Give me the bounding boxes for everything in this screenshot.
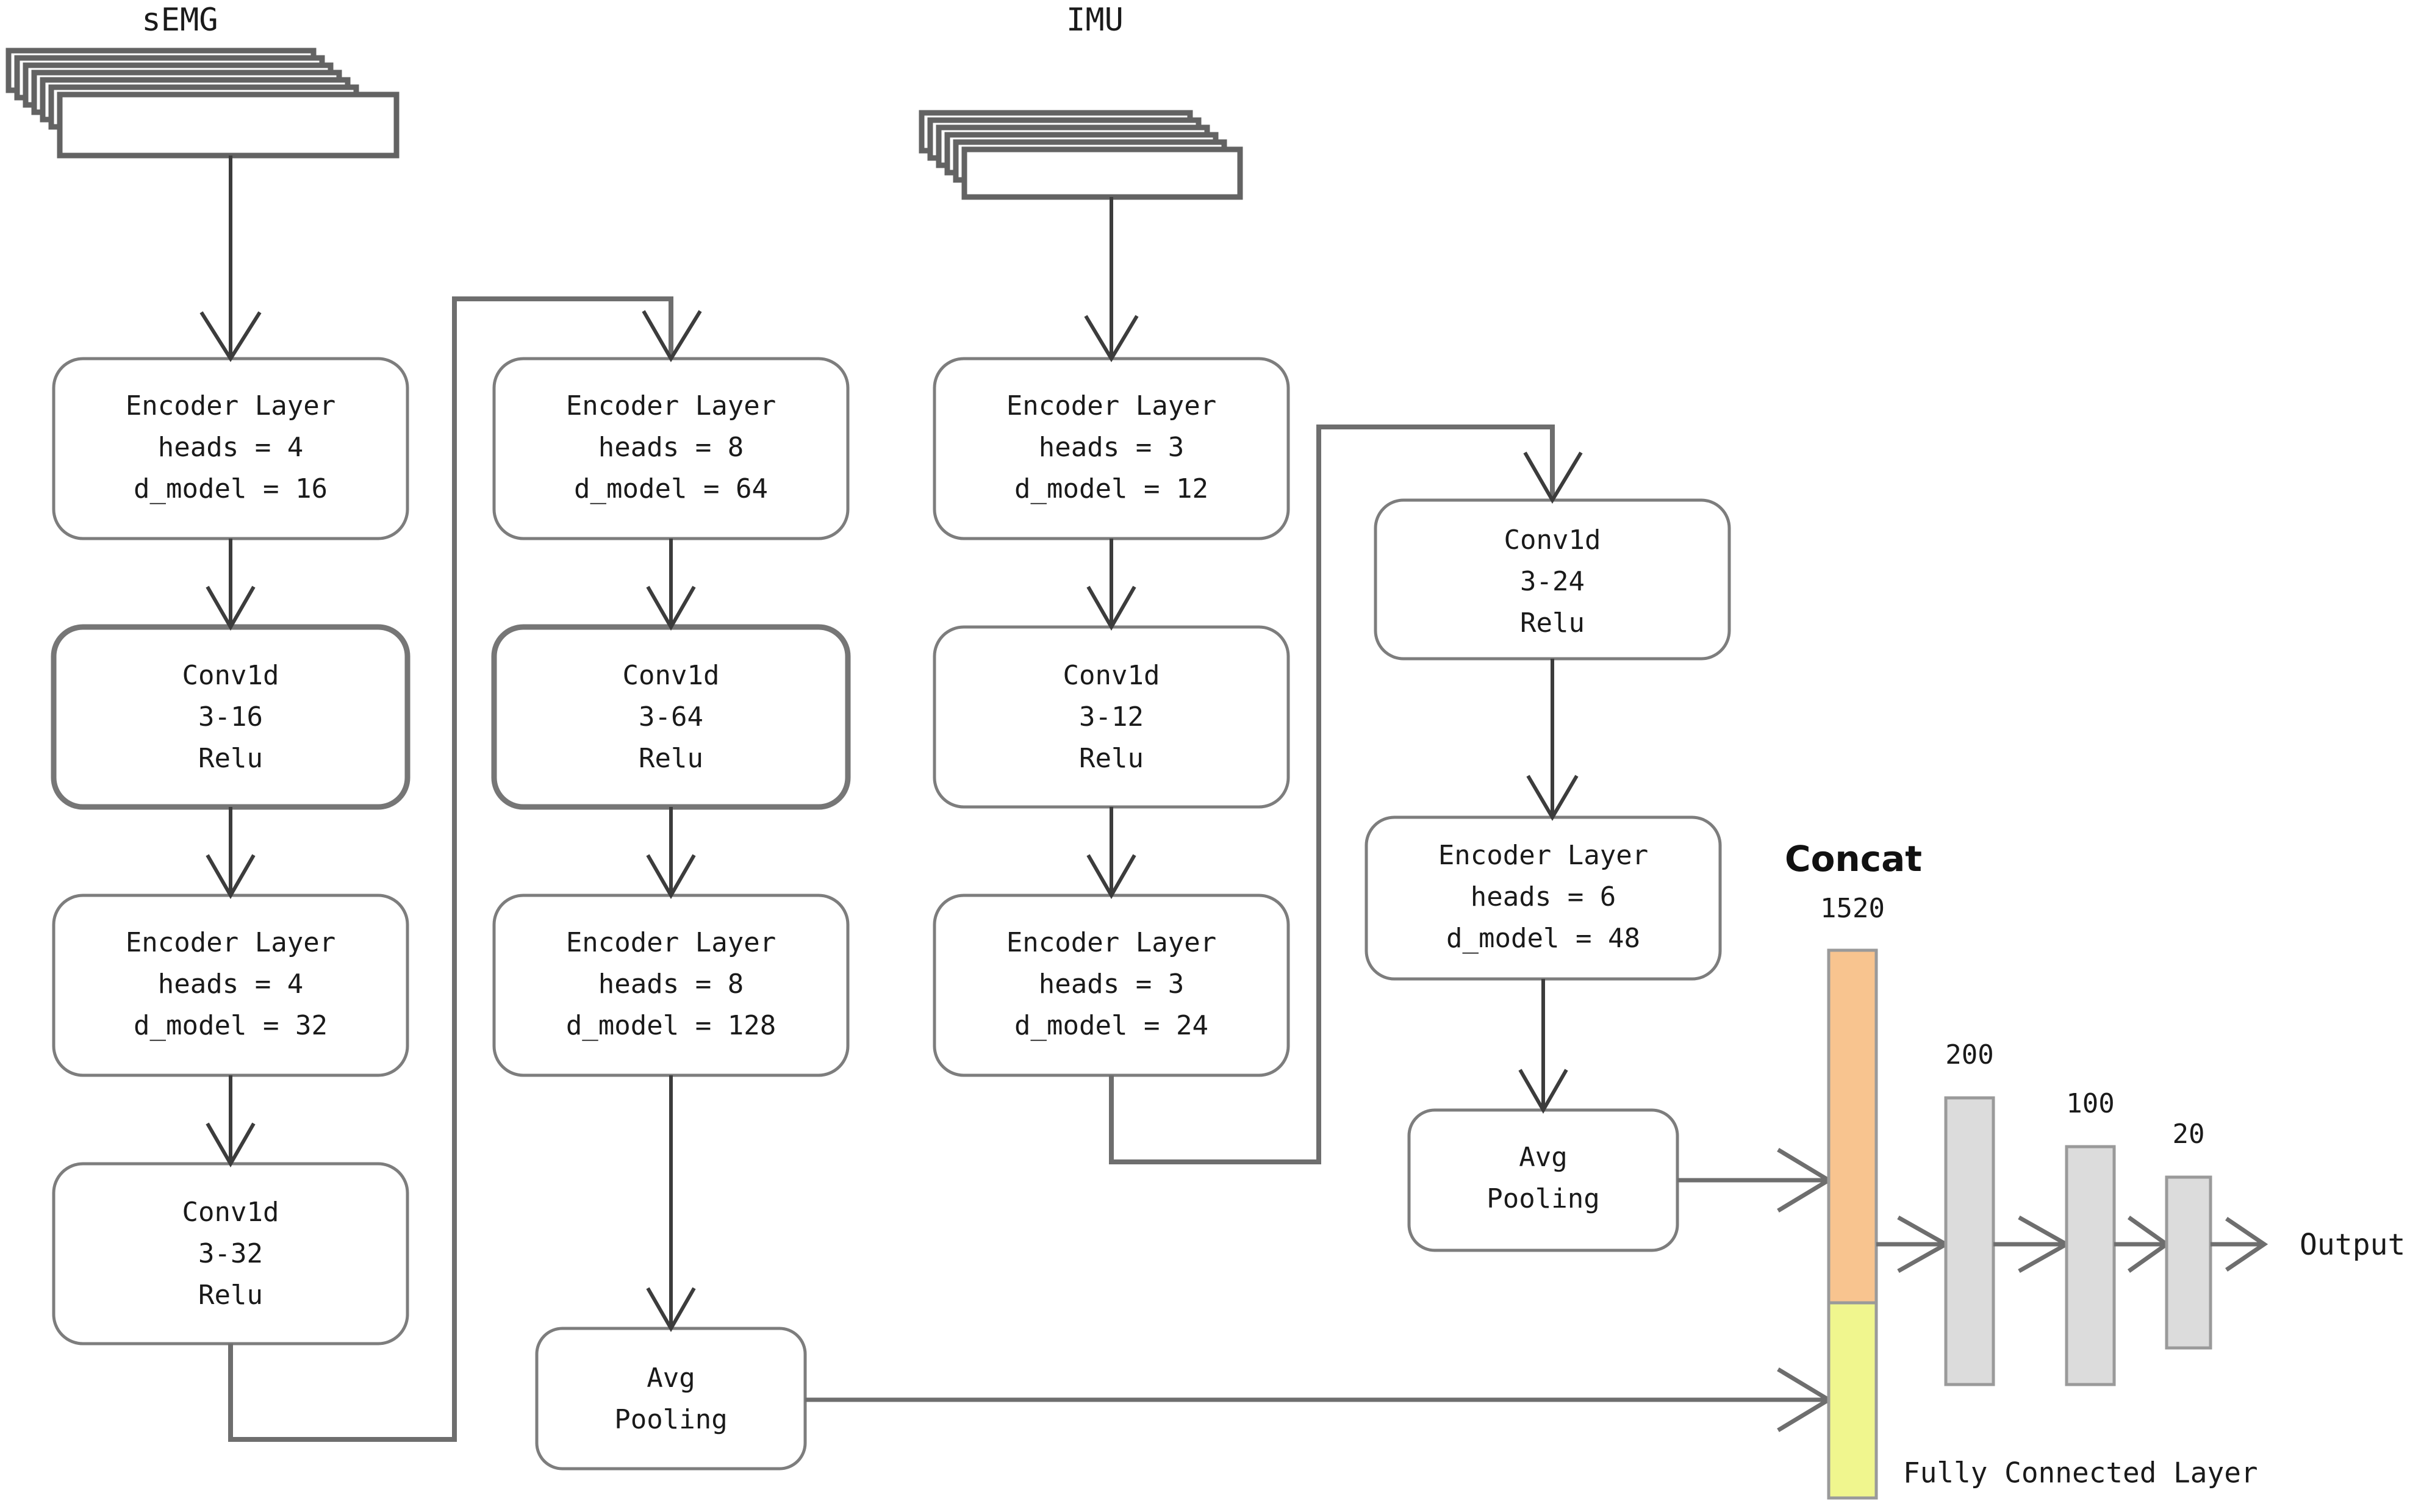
conv-semg-1-line1: Conv1d <box>182 660 279 691</box>
block-enc-semg-1[interactable]: Encoder Layer heads = 4 d_model = 16 <box>52 357 409 540</box>
concat-size-label: 1520 <box>1820 893 1885 924</box>
edge-enc2-to-conv2 <box>206 1075 256 1168</box>
pool-imu-line2: Pooling <box>1486 1183 1599 1214</box>
enc-semg-4-line3: d_model = 128 <box>566 1010 776 1041</box>
enc-imu-1-line2: heads = 3 <box>1039 432 1184 463</box>
edge-imuconv2-to-imuenc3 <box>1526 659 1579 821</box>
edge-enc3-to-conv3 <box>646 539 696 631</box>
block-pool-semg[interactable]: Avg Pooling <box>535 1327 807 1471</box>
enc-semg-3-line1: Encoder Layer <box>566 390 776 421</box>
edge-fc3-to-output <box>2211 1217 2268 1272</box>
edge-poolimu-to-concat <box>1677 1148 1833 1213</box>
edge-fc2-to-fc3 <box>2114 1216 2171 1273</box>
block-conv-imu-2[interactable]: Conv1d 3-24 Relu <box>1374 498 1731 661</box>
enc-imu-1-line3: d_model = 12 <box>1014 473 1208 504</box>
edge-imuenc2-to-imuconv2 <box>1109 425 1583 1164</box>
conv-imu-1-line3: Relu <box>1079 743 1144 774</box>
block-enc-imu-3[interactable]: Encoder Layer heads = 6 d_model = 48 <box>1365 815 1722 981</box>
enc-semg-1-line3: d_model = 16 <box>134 473 328 504</box>
enc-semg-2-line1: Encoder Layer <box>126 927 335 958</box>
edge-imuconv1-to-imuenc2 <box>1086 807 1136 900</box>
block-conv-semg-3[interactable]: Conv1d 3-64 Relu <box>491 624 851 810</box>
pool-semg-line1: Avg <box>647 1363 695 1394</box>
enc-semg-2-line3: d_model = 32 <box>134 1010 328 1041</box>
enc-semg-4-line2: heads = 8 <box>598 969 744 1000</box>
fc-bar-100[interactable] <box>2065 1145 2116 1386</box>
edge-enc1-to-conv1 <box>206 539 256 631</box>
fc-label-20: 20 <box>2173 1119 2205 1150</box>
concat-bar-top-segment <box>1827 948 1878 1305</box>
conv-semg-2-line1: Conv1d <box>182 1197 279 1228</box>
edge-conv1-to-enc2 <box>206 807 256 900</box>
conv-semg-2-line2: 3-32 <box>198 1238 263 1269</box>
block-enc-imu-2[interactable]: Encoder Layer heads = 3 d_model = 24 <box>933 894 1290 1077</box>
edge-semg-to-enc1 <box>199 156 262 362</box>
conv-semg-3-line2: 3-64 <box>639 701 703 733</box>
enc-semg-1-line2: heads = 4 <box>158 432 303 463</box>
block-enc-semg-3[interactable]: Encoder Layer heads = 8 d_model = 64 <box>492 357 850 540</box>
edge-conv3-to-enc4 <box>646 807 696 900</box>
block-conv-imu-1[interactable]: Conv1d 3-12 Relu <box>933 625 1290 809</box>
concat-bar[interactable] <box>1827 948 1878 1500</box>
edge-concat-to-fc1 <box>1876 1215 1951 1274</box>
enc-imu-3-line2: heads = 6 <box>1471 881 1616 912</box>
enc-imu-2-line2: heads = 3 <box>1039 969 1184 1000</box>
imu-input-stack <box>919 110 1243 200</box>
edge-imuenc1-to-imuconv1 <box>1086 539 1136 631</box>
enc-imu-1-line1: Encoder Layer <box>1006 390 1216 421</box>
block-conv-semg-2[interactable]: Conv1d 3-32 Relu <box>52 1162 409 1345</box>
fc-label-100: 100 <box>2066 1088 2114 1119</box>
fc-bar-200[interactable] <box>1944 1096 1995 1386</box>
fc-label-200: 200 <box>1945 1039 1993 1070</box>
edge-imu-to-enc1 <box>1084 197 1139 362</box>
conv-semg-1-line3: Relu <box>198 743 263 774</box>
enc-imu-3-line3: d_model = 48 <box>1446 923 1640 954</box>
conv-imu-1-line2: 3-12 <box>1079 701 1144 733</box>
enc-semg-2-line2: heads = 4 <box>158 969 303 1000</box>
pool-imu-line1: Avg <box>1519 1142 1567 1173</box>
semg-input-stack <box>5 48 400 159</box>
concat-title: Concat <box>1785 838 1922 880</box>
conv-imu-2-line2: 3-24 <box>1520 566 1585 597</box>
edge-imuenc3-to-poolimu <box>1518 979 1568 1114</box>
output-label: Output <box>2300 1228 2405 1262</box>
block-conv-semg-1[interactable]: Conv1d 3-16 Relu <box>51 624 411 810</box>
enc-imu-2-line1: Encoder Layer <box>1006 927 1216 958</box>
semg-input-label: sEMG <box>142 2 218 38</box>
enc-semg-4-line1: Encoder Layer <box>566 927 776 958</box>
conv-semg-3-line3: Relu <box>639 743 703 774</box>
edge-conv2-to-enc3 <box>228 296 702 1442</box>
conv-semg-1-line2: 3-16 <box>198 701 263 733</box>
fc-bar-20[interactable] <box>2165 1175 2212 1350</box>
conv-imu-1-line1: Conv1d <box>1063 660 1160 691</box>
concat-bar-bottom-segment <box>1827 1301 1878 1500</box>
imu-input-label: IMU <box>1066 2 1124 38</box>
fully-connected-caption: Fully Connected Layer <box>1903 1456 2258 1489</box>
conv-semg-3-line1: Conv1d <box>623 660 720 691</box>
block-pool-imu[interactable]: Avg Pooling <box>1407 1108 1679 1252</box>
block-enc-semg-2[interactable]: Encoder Layer heads = 4 d_model = 32 <box>52 894 409 1077</box>
pool-semg-line2: Pooling <box>614 1404 727 1435</box>
conv-imu-2-line1: Conv1d <box>1504 525 1601 556</box>
edge-fc1-to-fc2 <box>1993 1215 2071 1274</box>
block-enc-semg-4[interactable]: Encoder Layer heads = 8 d_model = 128 <box>492 894 850 1077</box>
enc-semg-1-line1: Encoder Layer <box>126 390 335 421</box>
enc-semg-3-line2: heads = 8 <box>598 432 744 463</box>
edge-poolsemg-to-concat <box>805 1367 1833 1432</box>
enc-imu-2-line3: d_model = 24 <box>1014 1010 1208 1041</box>
conv-imu-2-line3: Relu <box>1520 607 1585 639</box>
edge-enc4-to-poolsemg <box>646 1075 696 1333</box>
enc-semg-3-line3: d_model = 64 <box>574 473 768 504</box>
block-enc-imu-1[interactable]: Encoder Layer heads = 3 d_model = 12 <box>933 357 1290 540</box>
enc-imu-3-line1: Encoder Layer <box>1438 840 1648 871</box>
conv-semg-2-line3: Relu <box>198 1280 263 1311</box>
